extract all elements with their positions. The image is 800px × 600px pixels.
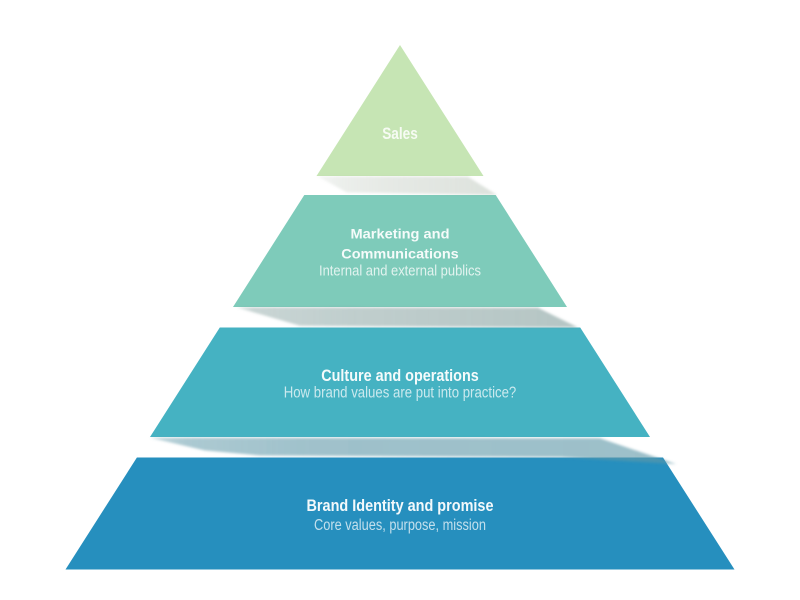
svg-text:Core values, purpose, mission: Core values, purpose, mission [314,517,486,534]
svg-text:Marketing and: Marketing and [351,226,450,242]
svg-text:Internal and external publics: Internal and external publics [319,263,481,279]
svg-text:Communications: Communications [341,245,459,261]
svg-text:Brand Identity and promise: Brand Identity and promise [307,497,494,515]
svg-text:Culture and operations: Culture and operations [321,367,479,385]
svg-text:Sales: Sales [382,125,418,143]
svg-text:How brand values are put into: How brand values are put into practice? [284,385,517,402]
